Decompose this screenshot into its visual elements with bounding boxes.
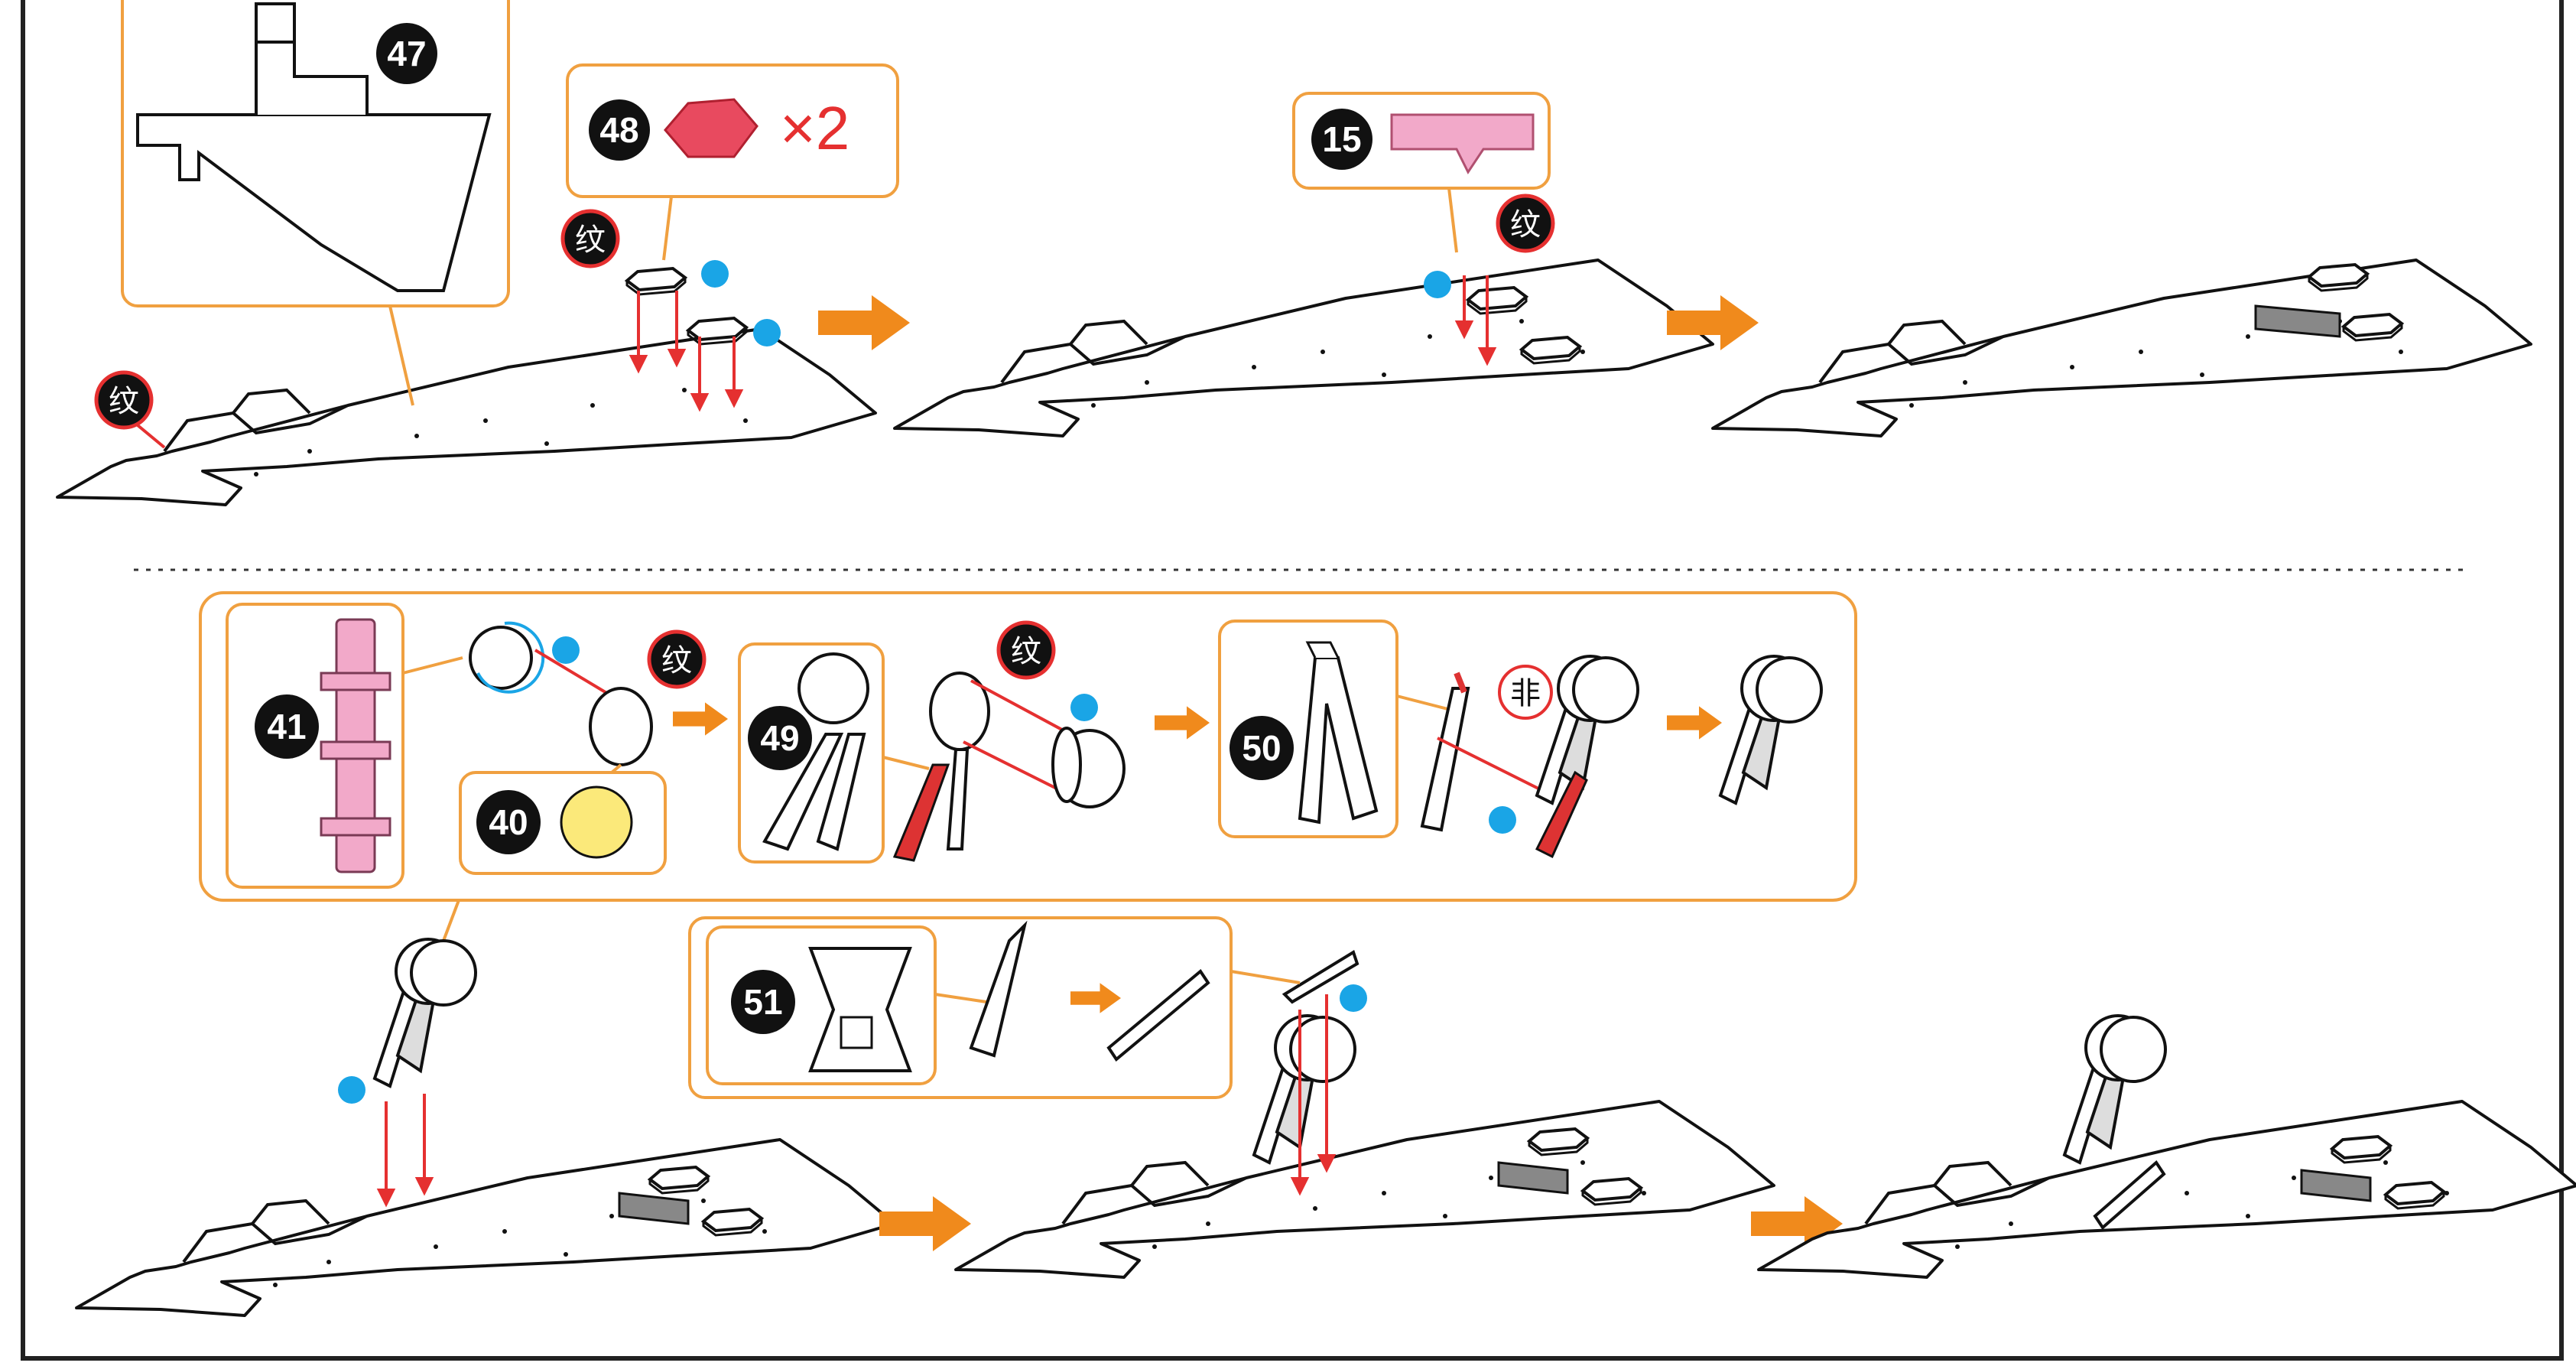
part-40-shape — [561, 787, 632, 857]
row1-step-b: 15 纹 — [895, 93, 1713, 436]
glue-dot-icon — [1340, 984, 1367, 1012]
part-number-50: 50 — [1242, 728, 1281, 768]
glue-dot-icon — [552, 636, 580, 664]
glue-dot-icon — [701, 260, 729, 288]
deck-panel — [1759, 1101, 2576, 1277]
texture-mark-label: 纹 — [661, 644, 692, 678]
deck-panel — [76, 1140, 895, 1316]
glue-dot-icon — [1070, 694, 1098, 721]
part-number-48: 48 — [599, 110, 638, 150]
texture-mark-label: 纹 — [109, 385, 139, 418]
glue-dot-icon — [338, 1076, 365, 1104]
mast-assembly — [2064, 1016, 2165, 1163]
deck-panel — [895, 260, 1713, 436]
row1-step-c — [1713, 260, 2531, 436]
disc-part — [590, 688, 651, 765]
texture-mark-label: 纹 — [1510, 208, 1541, 242]
deck-panel — [956, 1101, 1774, 1277]
row1-step-a: 47 纹 48 ×2 纹 — [57, 0, 898, 505]
part-number-40: 40 — [489, 802, 528, 842]
part-number-51: 51 — [743, 982, 782, 1022]
part-48-quantity: ×2 — [780, 94, 849, 162]
glue-dot-icon — [753, 319, 781, 346]
hex-pad — [627, 268, 685, 294]
part-number-15: 15 — [1322, 119, 1361, 159]
glue-dot-icon — [1424, 271, 1451, 298]
part-number-41: 41 — [267, 707, 306, 746]
mast-assembly — [375, 939, 476, 1086]
orange-arrow-icon — [818, 295, 910, 350]
deck-panel — [1713, 260, 2531, 436]
glue-dot-icon — [1489, 806, 1516, 834]
part-number-49: 49 — [760, 718, 799, 758]
bracket-part — [470, 627, 531, 688]
deck-panel — [57, 329, 875, 505]
texture-mark-label: 纹 — [1011, 635, 1041, 668]
part-number-47: 47 — [387, 34, 426, 73]
non-texture-mark-label: 非 — [1510, 677, 1541, 711]
texture-mark-label: 纹 — [575, 223, 606, 257]
row2-step-c — [1759, 1016, 2576, 1277]
mast-assembly — [1254, 1016, 1355, 1163]
orange-arrow-icon — [879, 1196, 971, 1251]
